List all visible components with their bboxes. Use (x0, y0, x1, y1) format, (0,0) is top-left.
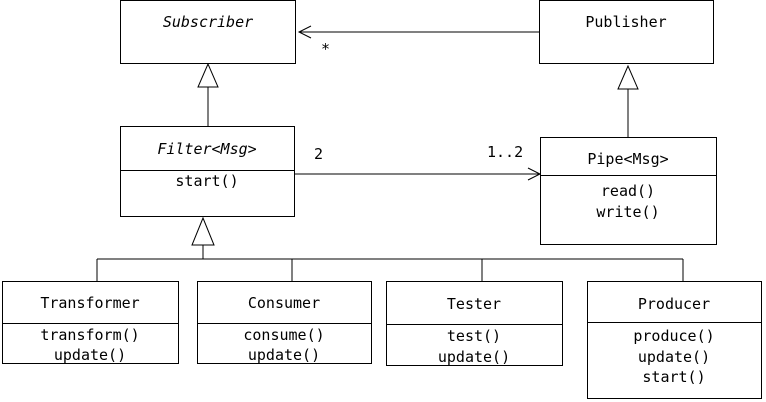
open-arrowhead (297, 25, 312, 39)
class-transformer: Transformer transform() update() (2, 281, 179, 364)
multiplicity-many: * (321, 40, 330, 58)
method: start() (175, 172, 238, 190)
class-box (120, 126, 295, 217)
class-name: Consumer (248, 294, 320, 312)
class-name: Tester (447, 295, 501, 313)
publisher-subscriber-association: * (297, 25, 539, 58)
method: test() (447, 327, 501, 345)
class-box (540, 137, 717, 245)
method: update() (248, 346, 320, 364)
class-box (386, 281, 563, 366)
method: update() (638, 348, 710, 366)
class-publisher: Publisher (539, 0, 714, 64)
class-name: Transformer (40, 294, 139, 312)
class-name: Publisher (585, 13, 666, 31)
method: read() (601, 182, 655, 200)
method: consume() (243, 326, 324, 344)
class-box (587, 281, 762, 399)
class-name: Pipe<Msg> (587, 150, 668, 168)
pipe-publisher-generalization (617, 64, 639, 137)
class-filter: Filter<Msg> start() (120, 126, 295, 217)
hollow-triangle-arrowhead (197, 62, 219, 88)
class-box (2, 281, 179, 364)
filter-pipe-association: 2 1..2 (295, 143, 542, 181)
class-name: Filter<Msg> (157, 140, 256, 158)
method: update() (54, 346, 126, 364)
method: update() (438, 348, 510, 366)
multiplicity-filter-end: 2 (314, 145, 323, 163)
multiplicity-pipe-end: 1..2 (487, 143, 523, 161)
hollow-triangle-arrowhead (617, 64, 639, 90)
class-consumer: Consumer consume() update() (197, 281, 372, 364)
class-tester: Tester test() update() (386, 281, 563, 366)
filter-subscriber-generalization (197, 62, 219, 126)
method: write() (596, 203, 659, 221)
class-pipe: Pipe<Msg> read() write() (540, 137, 717, 245)
class-box (197, 281, 372, 364)
hollow-triangle-arrowhead (191, 216, 215, 246)
class-name: Producer (638, 295, 710, 313)
class-box (120, 0, 296, 64)
class-box (539, 0, 714, 64)
subclasses-filter-generalization (96, 216, 684, 281)
method: transform() (40, 326, 139, 344)
class-producer: Producer produce() update() start() (587, 281, 762, 399)
method: produce() (633, 327, 714, 345)
class-name: Subscriber (163, 13, 253, 31)
method: start() (642, 368, 705, 386)
class-subscriber: Subscriber (120, 0, 296, 64)
